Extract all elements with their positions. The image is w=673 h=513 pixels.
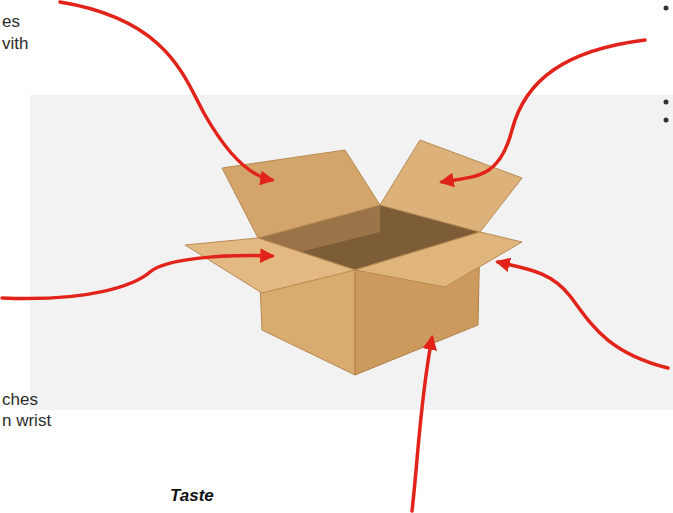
grey-band <box>30 95 673 410</box>
pointer-arrow <box>60 2 272 180</box>
section-heading: Taste <box>170 486 214 506</box>
box-flap <box>185 238 355 293</box>
pointer-arrow <box>412 338 432 511</box>
callout-text: n wrist <box>2 411 51 431</box>
pointer-arrow <box>498 262 668 368</box>
callout-text: vith <box>2 34 28 54</box>
bullet-mark <box>664 118 669 123</box>
callout-text: ches <box>2 390 38 410</box>
callout-text: es <box>2 12 20 32</box>
box-flap <box>355 232 522 287</box>
bullet-mark <box>664 6 669 11</box>
box-flap <box>222 150 380 238</box>
bullet-mark <box>664 100 669 105</box>
box-flap <box>380 140 522 232</box>
pointer-arrow <box>2 256 272 299</box>
pointer-arrow <box>442 40 645 182</box>
